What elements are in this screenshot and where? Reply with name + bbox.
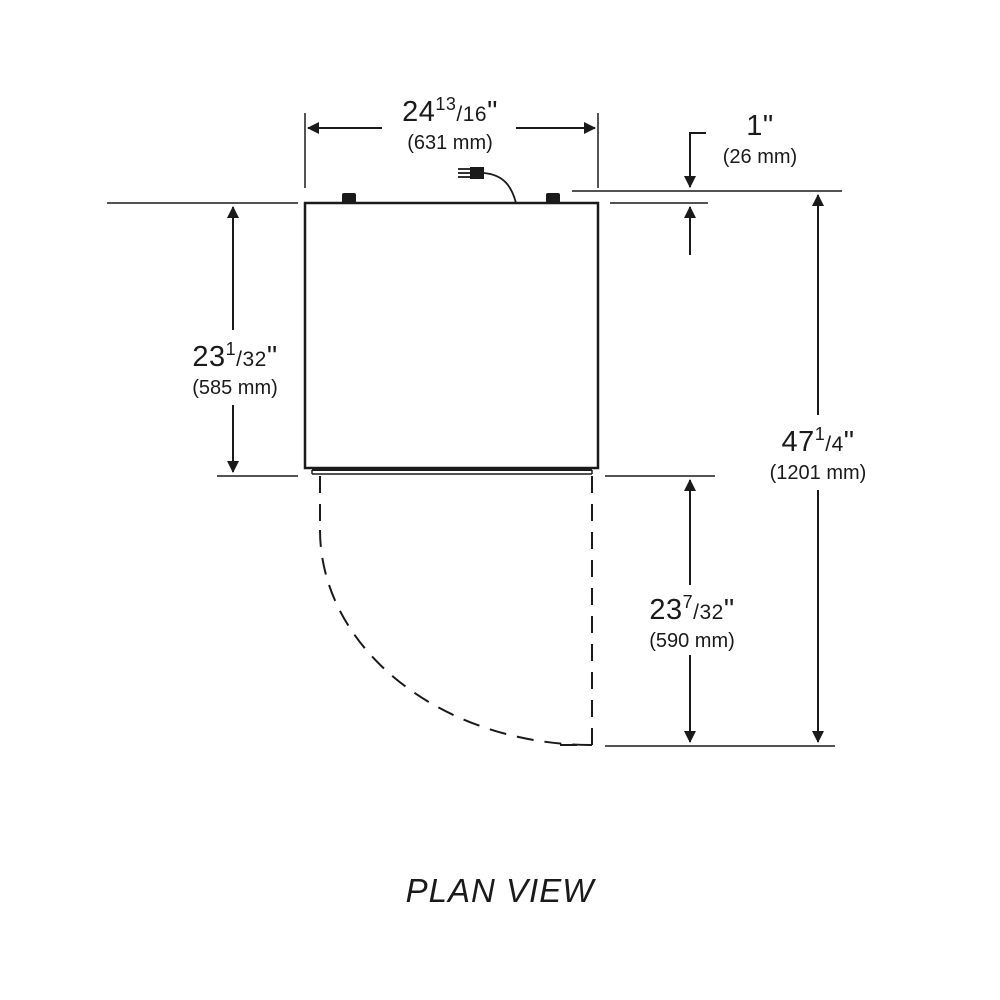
depth-dimension-label: 231/32" (585 mm): [165, 340, 305, 398]
clearance-metric: (26 mm): [722, 146, 798, 168]
dimension-arrows: [227, 122, 824, 743]
width-dimension-label: 2413/16" (631 mm): [370, 95, 530, 153]
diagram-caption: PLAN VIEW: [405, 872, 595, 909]
door-swing-dimension-label: 237/32" (590 mm): [622, 593, 762, 651]
total-depth-dimension-label: 471/4" (1201 mm): [748, 425, 888, 483]
door-swing-metric: (590 mm): [649, 630, 735, 652]
door-swing-path: [319, 476, 593, 746]
appliance-outline: [303, 201, 600, 475]
total-depth-metric: (1201 mm): [769, 462, 867, 484]
extension-lines: [107, 113, 842, 747]
power-plug-icon: [458, 167, 517, 204]
rear-bumpers: [342, 193, 560, 203]
clearance-dimension-label: 1" (26 mm): [700, 112, 820, 168]
depth-metric: (585 mm): [192, 377, 278, 399]
width-metric: (631 mm): [407, 132, 493, 154]
